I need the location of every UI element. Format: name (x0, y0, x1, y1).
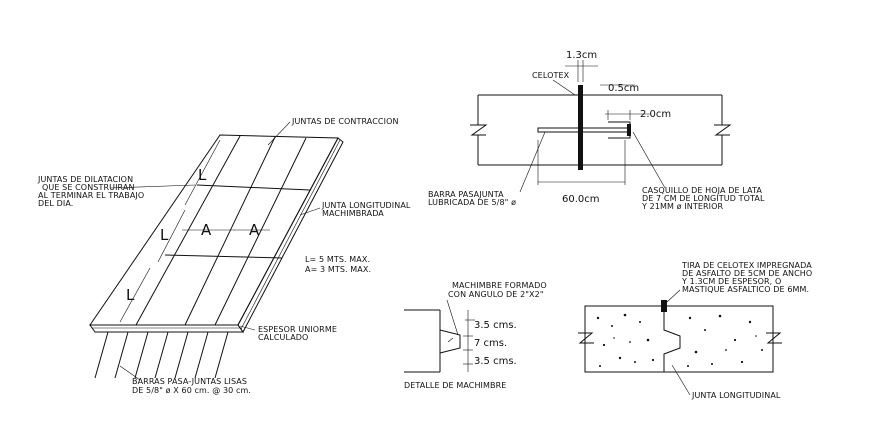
tira-line1: TIRA DE CELOTEX IMPREGNADA (681, 261, 812, 270)
dim-2-0cm: 2.0cm (640, 109, 671, 120)
machimbre-formado-line1: MACHIMBRE FORMADO (452, 281, 547, 290)
celotex-strip-2 (661, 300, 667, 312)
casquillo-line3: Y 21MM ø INTERIOR (641, 202, 723, 211)
junta-longitudinal-label: JUNTA LONGITUDINAL (691, 391, 781, 400)
dim-0-5cm: 0.5cm (608, 83, 639, 94)
dim-60cm: 60.0cm (562, 194, 600, 205)
tira-line3: Y 1.3CM DE ESPESOR, O (681, 277, 781, 286)
long-joint-1 (135, 135, 241, 326)
dim-L-2: L (160, 226, 169, 244)
celotex-label: CELOTEX (532, 71, 570, 80)
machimbre-detail: MACHIMBRE FORMADO CON ANGULO DE 2"X2" 3.… (404, 281, 547, 390)
casquillo-line1: CASQUILLO DE HOJA DE LATA (642, 186, 762, 195)
legend-A: A= 3 MTS. MAX. (305, 265, 371, 274)
junta-longitudinal-line2: MACHIMBRADA (322, 209, 384, 218)
dim-7: 7 cms. (474, 338, 507, 349)
dim-3-5b: 3.5 cms. (474, 356, 517, 367)
dim-A-1: A (201, 221, 212, 239)
transverse-joint-2 (164, 254, 283, 259)
tira-line2: DE ASFALTO DE 5CM DE ANCHO (682, 269, 812, 278)
dim-L-3: L (126, 286, 135, 304)
long-joint-2 (184, 136, 276, 326)
casquillo-line2: DE 7 CM DE LONGITUD TOTAL (642, 194, 765, 203)
machimbre-formado-line2: CON ANGULO DE 2"X2" (448, 290, 544, 299)
dowel-detail: 1.3cm CELOTEX 0.5cm 2.0cm BARRA PASAJUNT… (428, 50, 765, 211)
transverse-joint-1 (196, 184, 311, 191)
espesor-line2: CALCULADO (258, 333, 308, 342)
juntas-dilatacion-line2: QUE SE CONSTRUIRAN (42, 183, 135, 192)
dim-A-2: A (249, 221, 260, 239)
machimbre-title: DETALLE DE MACHIMBRE (404, 381, 506, 390)
legend-L: L= 5 MTS. MAX. (305, 255, 370, 264)
tira-line4: MASTIQUE ASFALTICO DE 6MM. (682, 285, 809, 294)
barra-line1: BARRA PASAJUNTA (428, 190, 504, 199)
dim-L-1: L (198, 166, 207, 184)
barra-line2: LUBRICADA DE 5/8" ø (428, 198, 516, 207)
dim-1-3cm: 1.3cm (566, 50, 597, 61)
long-joint-3 (214, 137, 307, 326)
junta-longitudinal-line1: JUNTA LONGITUDINAL (321, 201, 411, 210)
juntas-dilatacion-line4: DEL DIA. (38, 199, 73, 208)
juntas-contraccion-label: JUNTAS DE CONTRACCION (291, 117, 399, 126)
slab-perspective: L L L A A JUNTAS DE CONTRACCION JUNTAS D… (37, 117, 411, 395)
juntas-dilatacion-line3: AL TERMINAR EL TRABAJO (38, 191, 144, 200)
slab-front-edge (89, 324, 244, 333)
juntas-dilatacion-line1: JUNTAS DE DILATACION (37, 175, 133, 184)
dim-3-5a: 3.5 cms. (474, 320, 517, 331)
longitudinal-joint-detail: TIRA DE CELOTEX IMPREGNADA DE ASFALTO DE… (578, 261, 812, 400)
dowel-bars (94, 331, 229, 379)
concrete-aggregate (596, 313, 763, 367)
espesor-line1: ESPESOR UNIORME (258, 325, 337, 334)
barras-line2: DE 5/8" ø X 60 cm. @ 30 cm. (132, 386, 251, 395)
barras-line1: BARRAS PASA-JUNTAS LISAS (132, 377, 247, 386)
